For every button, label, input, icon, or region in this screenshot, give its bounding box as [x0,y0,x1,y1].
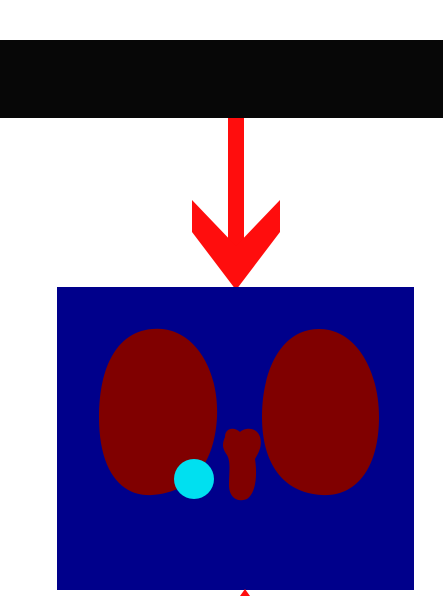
right-lung-region [262,329,379,495]
segmentation-mask-panel [57,287,414,590]
down-arrow-icon [0,0,443,300]
bottom-arrow-tip [240,589,250,596]
cyan-structure [174,459,214,499]
mask-svg [57,287,414,590]
arrow-shaft [228,118,244,258]
